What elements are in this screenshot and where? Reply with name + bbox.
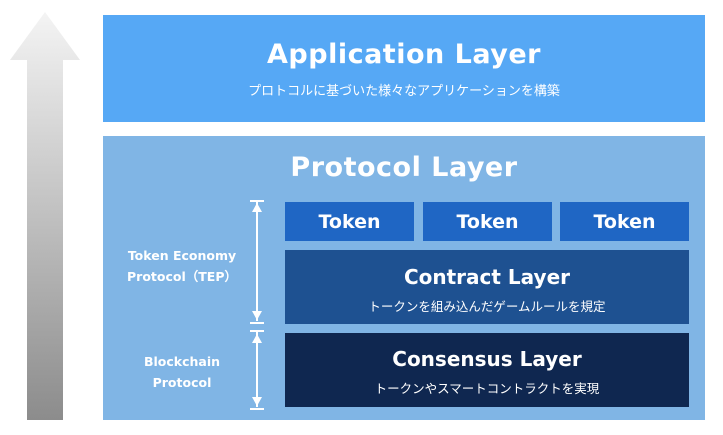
consensus-layer-subtitle: トークンやスマートコントラクトを実現	[374, 381, 600, 396]
tep-label-line-2: Protocol（TEP）	[127, 269, 237, 284]
contract-layer-box	[285, 250, 689, 324]
application-layer-title: Application Layer	[267, 39, 541, 70]
token-box: Token	[423, 202, 552, 241]
application-layer-box	[103, 15, 705, 122]
application-layer-subtitle: プロトコルに基づいた様々なアプリケーションを構築	[248, 84, 560, 99]
blockchain-label-line-2: Protocol	[152, 375, 212, 390]
consensus-layer-box	[285, 333, 689, 407]
token-box: Token	[560, 202, 689, 241]
upward-arrow-icon	[10, 12, 80, 420]
contract-layer-title: Contract Layer	[403, 265, 571, 289]
consensus-layer-title: Consensus Layer	[392, 347, 582, 371]
blockchain-label-line-1: Blockchain	[143, 354, 221, 369]
tep-label-line-1: Token Economy	[127, 248, 237, 263]
range-bracket-icon	[250, 200, 264, 410]
token-economy-protocol-label: Token Economy Protocol（TEP）	[112, 245, 252, 287]
contract-layer-subtitle: トークンを組み込んだゲームルールを規定	[368, 299, 606, 314]
protocol-layer-title: Protocol Layer	[290, 152, 518, 183]
token-box: Token	[285, 202, 414, 241]
blockchain-protocol-label: Blockchain Protocol	[112, 351, 252, 393]
